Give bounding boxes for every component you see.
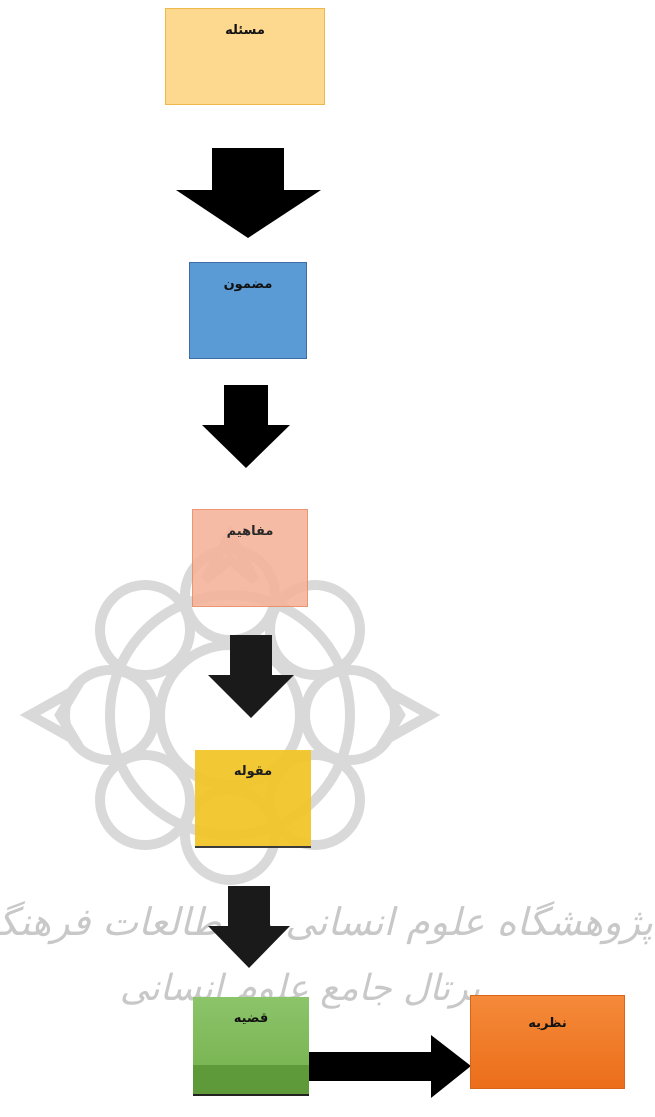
arrow-down-icon <box>176 148 321 238</box>
node-label: قضیه <box>233 1011 269 1026</box>
node-box-ghazie: قضیه <box>193 997 309 1096</box>
watermark-line1: پژوهشگاه علوم انسانی و مطالعات فرهنگی <box>0 900 653 945</box>
node-label: نظریه <box>528 1016 567 1031</box>
node-box-masale: مسئله <box>165 8 325 105</box>
arrow-down-icon <box>208 886 290 968</box>
node-label: مسئله <box>225 23 265 38</box>
node-box-mazmun: مضمون <box>189 262 307 359</box>
arrow-down-icon <box>208 635 294 718</box>
node-label: مفاهیم <box>226 524 274 539</box>
node-label: مقوله <box>233 764 273 779</box>
arrow-down-icon <box>202 385 290 468</box>
node-box-mafahim: مفاهیم <box>192 509 308 607</box>
node-label: مضمون <box>223 277 273 292</box>
node-box-maghule: مقوله <box>195 750 311 848</box>
arrow-right-icon <box>309 1035 471 1098</box>
node-box-nazarie: نظریه <box>470 995 625 1089</box>
